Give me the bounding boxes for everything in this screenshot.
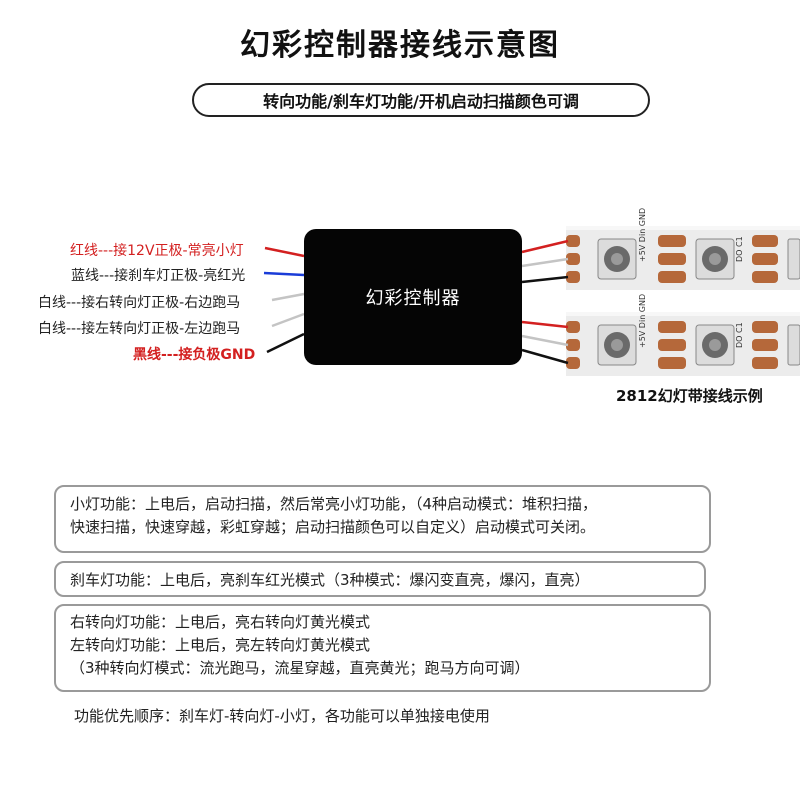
small-light-description-box: 小灯功能：上电后，启动扫描，然后常亮小灯功能，（4种启动模式：堆积扫描， 快速扫… (54, 485, 711, 553)
turn-line-2: 左转向灯功能：上电后，亮左转向灯黄光模式 (70, 636, 371, 654)
wire-black (266, 332, 305, 354)
wire-label-white-left: 白线---接左转向灯正极-左边跑马 (38, 321, 241, 337)
svg-text:DO C1: DO C1 (735, 236, 744, 262)
wire-label-blue: 蓝线---接刹车灯正极-亮红光 (71, 268, 246, 284)
out-wire-black-2 (521, 348, 569, 365)
small-light-line-2: 快速扫描，快速穿越，彩虹穿越；启动扫描颜色可以自定义）启动模式可关闭。 (70, 518, 596, 536)
subtitle-banner: 转向功能/刹车灯功能/开机启动扫描颜色可调 (192, 83, 650, 117)
turn-line-3: （3种转向灯模式：流光跑马，流星穿越，直亮黄光；跑马方向可调） (70, 659, 530, 677)
out-wire-white-1 (521, 257, 569, 268)
wire-label-black: 黑线---接负极GND (133, 347, 256, 363)
wire-blue (263, 271, 305, 277)
subtitle-text: 转向功能/刹车灯功能/开机启动扫描颜色可调 (263, 92, 579, 111)
svg-text:+5V Din GND: +5V Din GND (638, 208, 647, 262)
small-light-line-1: 小灯功能：上电后，启动扫描，然后常亮小灯功能，（4种启动模式：堆积扫描， (70, 495, 598, 513)
svg-text:+5V Din GND: +5V Din GND (638, 294, 647, 348)
wire-label-red: 红线---接12V正极-常亮小灯 (70, 243, 244, 259)
led-strip-1: +5V Din GND DO C1 (566, 208, 800, 290)
turn-line-1: 右转向灯功能：上电后，亮右转向灯黄光模式 (70, 613, 371, 631)
priority-note: 功能优先顺序：刹车灯-转向灯-小灯，各功能可以单独接电使用 (74, 707, 490, 725)
page-title: 幻彩控制器接线示意图 (240, 28, 560, 63)
brake-description-box: 刹车灯功能：上电后，亮刹车红光模式（3种模式：爆闪变直亮，爆闪，直亮） (54, 561, 706, 597)
wire-label-white-right: 白线---接右转向灯正极-右边跑马 (38, 295, 241, 311)
out-wire-red-2 (521, 320, 569, 329)
svg-text:DO C1: DO C1 (735, 322, 744, 348)
controller-box: 幻彩控制器 (304, 229, 522, 365)
wire-red (264, 246, 305, 258)
strip-caption: 2812幻灯带接线示例 (616, 387, 763, 405)
turn-description-box: 右转向灯功能：上电后，亮右转向灯黄光模式 左转向灯功能：上电后，亮左转向灯黄光模… (54, 604, 711, 692)
out-wire-white-2 (521, 334, 569, 347)
wire-white-right (271, 292, 305, 302)
out-wire-red-1 (521, 239, 569, 254)
wire-white-left (271, 312, 305, 328)
out-wire-black-1 (521, 275, 569, 284)
brake-line-1: 刹车灯功能：上电后，亮刹车红光模式（3种模式：爆闪变直亮，爆闪，直亮） (70, 571, 590, 589)
controller-label: 幻彩控制器 (365, 288, 461, 309)
led-strip-2: +5V Din GND DO C1 (566, 294, 800, 376)
